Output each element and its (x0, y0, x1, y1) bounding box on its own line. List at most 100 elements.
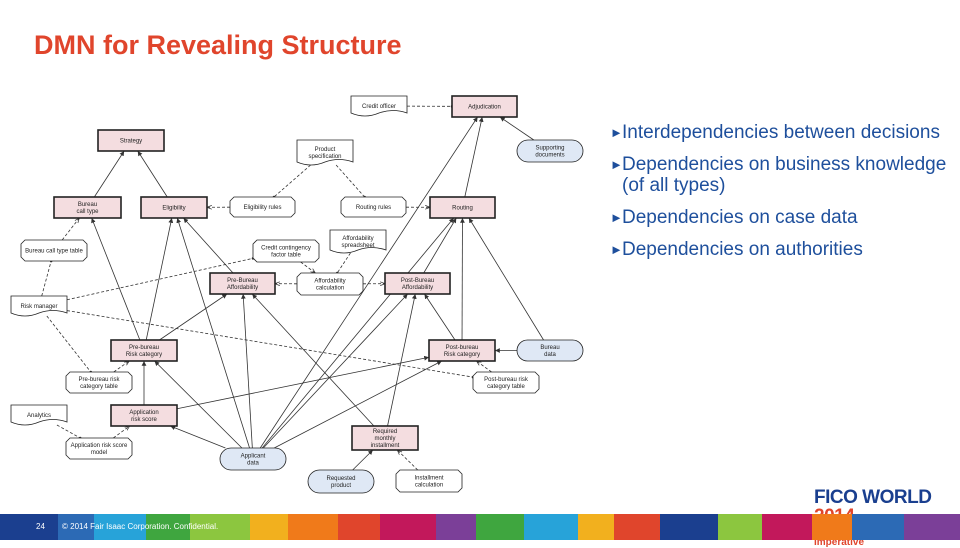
node-label: Analytics (27, 413, 51, 419)
edge-installment_calculation-to-required_monthly_installment (397, 450, 417, 470)
edge-requested_product-to-required_monthly_installment (353, 450, 373, 470)
node-label: Post-bureau (446, 345, 479, 351)
bullet-text: Interdependencies between decisions (622, 122, 940, 143)
edge-affordability_spreadsheet-to-affordability_calculation (337, 253, 350, 273)
node-label: Credit officer (362, 104, 396, 110)
node-label: calculation (415, 483, 443, 489)
footer-band-segment (904, 514, 960, 540)
edge-post_bureau_affordability-to-routing (424, 218, 457, 273)
node-label: Eligibility (162, 206, 185, 212)
edge-bureau_data-to-routing (469, 218, 544, 340)
footer-band-segment (476, 514, 524, 540)
footer-band-segment (338, 514, 380, 540)
node-label: Routing rules (356, 205, 391, 211)
node-label: product (331, 483, 351, 489)
node-label: Affordability (314, 279, 345, 285)
edge-pre_bureau_risk_category-to-eligibility (146, 218, 172, 340)
node-label: Supporting (535, 146, 564, 152)
bullet-list: ►Interdependencies between decisions ►De… (610, 122, 950, 271)
node-label: Routing (452, 206, 473, 212)
bullet-arrow-icon: ► (610, 207, 623, 228)
edge-application_risk_score-to-post_bureau_risk_category (177, 357, 429, 409)
node-label: calculation (316, 286, 344, 292)
node-label: spreadsheet (341, 243, 374, 249)
node-adjudication: Adjudication (452, 96, 517, 117)
edge-eligibility-to-strategy (138, 151, 168, 197)
node-label: factor table (271, 253, 301, 259)
node-label: Affordability (342, 236, 373, 242)
node-label: call type (76, 209, 99, 215)
edge-risk_manager-to-bureau_call_type_table (42, 261, 51, 296)
node-routing: Routing (430, 197, 495, 218)
page-number: 24 (36, 522, 45, 531)
edge-applicant_data-to-eligibility (177, 218, 249, 448)
footer-band-segment (288, 514, 338, 540)
bullet-arrow-icon: ► (610, 154, 623, 175)
footer-band-segment (250, 514, 288, 540)
node-label: Bureau (78, 202, 97, 208)
node-label: category table (80, 384, 118, 390)
node-label: Affordability (227, 285, 258, 291)
bullet-arrow-icon: ► (610, 239, 623, 260)
edge-application_risk_score_model-to-application_risk_score (113, 426, 129, 438)
node-label: Pre-Bureau (227, 278, 258, 284)
bullet-text: Dependencies on authorities (622, 239, 863, 260)
bullet-item: ►Interdependencies between decisions (610, 122, 950, 143)
edge-applicant_data-to-pre_bureau_affordability (243, 294, 252, 448)
edge-required_monthly_installment-to-post_bureau_affordability (388, 294, 416, 426)
footer-band-segment (660, 514, 718, 540)
bullet-item: ►Dependencies on authorities (610, 239, 950, 260)
node-label: Post-bureau risk (484, 377, 529, 383)
edge-post_bureau_risk_category-to-post_bureau_affordability (424, 294, 455, 340)
node-credit-officer: Credit officer (351, 96, 407, 116)
node-label: specification (308, 154, 341, 160)
node-label: Bureau call type table (25, 249, 83, 255)
edge-pre_bureau_risk_category-to-pre_bureau_affordability (159, 294, 227, 340)
edge-product_specification-to-routing_rules (336, 165, 364, 197)
node-eligibility-rules: Eligibility rules (230, 197, 295, 217)
node-label: data (544, 352, 556, 358)
copyright-text: © 2014 Fair Isaac Corporation. Confident… (62, 522, 218, 531)
footer-band-segment (578, 514, 614, 540)
edge-applicant_data-to-application_risk_score (170, 426, 225, 448)
node-label: Pre-bureau risk (78, 377, 120, 383)
edge-post_bureau_risk_category_table-to-post_bureau_risk_category (476, 361, 491, 372)
node-label: Post-Bureau (401, 278, 434, 284)
node-strategy: Strategy (98, 130, 164, 151)
bullet-text: Dependencies on business knowledge (of a… (622, 154, 946, 196)
node-label: Bureau (540, 345, 559, 351)
logo-main-text: FICO WORLD (814, 487, 931, 508)
node-label: Required (373, 429, 397, 435)
footer-band-segment (718, 514, 762, 540)
footer-band-segment (436, 514, 476, 540)
node-label: documents (535, 153, 564, 159)
node-label: Strategy (120, 139, 142, 145)
node-label: category table (487, 384, 525, 390)
node-label: Risk manager (20, 304, 57, 310)
node-label: Adjudication (468, 105, 501, 111)
node-label: model (91, 450, 107, 456)
node-label: Installment (414, 476, 443, 482)
footer-band-segment (0, 514, 58, 540)
node-label: Requested (326, 476, 355, 482)
node-label: monthly (374, 436, 395, 442)
node-label: Pre-bureau (129, 345, 159, 351)
node-analytics: Analytics (11, 405, 67, 425)
node-label: Risk category (126, 352, 162, 358)
footer-band-segment (524, 514, 578, 540)
edge-applicant_data-to-post_bureau_affordability (263, 294, 407, 448)
footer-band-segment (614, 514, 660, 540)
node-label: Affordability (402, 285, 433, 291)
